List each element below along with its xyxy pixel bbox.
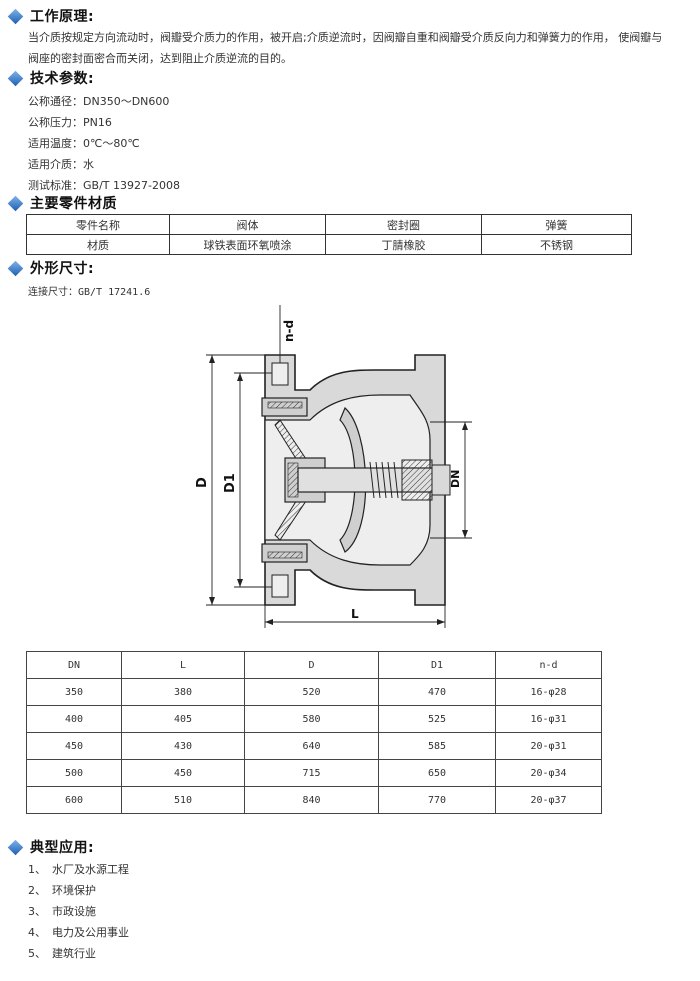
table-cell: 770 [378, 786, 496, 814]
table-cell: 840 [244, 786, 379, 814]
table-row: 500 450 715 650 20-φ34 [26, 759, 602, 787]
table-cell: 500 [26, 759, 122, 787]
section-heading-specs: 技术参数: [6, 68, 94, 88]
table-cell: 零件名称 [26, 214, 170, 235]
table-cell: 520 [244, 678, 379, 706]
label-D: D [195, 477, 210, 488]
heading-text: 主要零件材质 [30, 196, 117, 212]
table-cell: 600 [26, 786, 122, 814]
table-row: 400 405 580 525 16-φ31 [26, 705, 602, 733]
table-row: 600 510 840 770 20-φ37 [26, 786, 602, 814]
valve-disc [339, 406, 367, 553]
table-cell: 400 [26, 705, 122, 733]
table-cell: 16-φ28 [495, 678, 602, 706]
table-header: L [121, 651, 245, 679]
table-row: 材质 球铁表面环氧喷涂 丁腈橡胶 不锈钢 [26, 234, 632, 255]
table-cell: 580 [244, 705, 379, 733]
table-cell: 不锈钢 [481, 234, 632, 255]
table-cell: 450 [121, 759, 245, 787]
bolt-hole [271, 362, 289, 386]
list-item: 3、市政设施 [28, 905, 96, 918]
table-cell: 弹簧 [481, 214, 632, 235]
table-row: 450 430 640 585 20-φ31 [26, 732, 602, 760]
spec-item: 测试标准：GB/T 13927-2008 [28, 179, 180, 192]
table-row: 零件名称 阀体 密封圈 弹簧 [26, 214, 632, 235]
table-cell: 640 [244, 732, 379, 760]
section-heading-materials: 主要零件材质 [6, 193, 117, 213]
list-item: 1、水厂及水源工程 [28, 863, 129, 876]
section-heading-principle: 工作原理: [6, 6, 94, 26]
table-cell: 350 [26, 678, 122, 706]
principle-text: 当介质按规定方向流动时，阀瓣受介质力的作用，被开启;介质逆流时，因阀瓣自重和阀瓣… [28, 31, 663, 65]
spec-item: 适用介质：水 [28, 158, 94, 171]
table-cell: 510 [121, 786, 245, 814]
diamond-bullet-icon [7, 195, 24, 211]
table-header: D1 [378, 651, 496, 679]
table-cell: 715 [244, 759, 379, 787]
table-cell: 阀体 [169, 214, 326, 235]
spec-item: 公称通径：DN350～DN600 [28, 95, 170, 108]
list-item: 4、电力及公用事业 [28, 926, 129, 939]
table-cell: 材质 [26, 234, 170, 255]
dimensions-table: DN L D D1 n-d 350 380 520 470 16-φ28 400… [26, 651, 602, 814]
table-cell: 405 [121, 705, 245, 733]
table-cell: 丁腈橡胶 [325, 234, 482, 255]
table-cell: 20-φ34 [495, 759, 602, 787]
heading-text: 外形尺寸: [30, 261, 95, 277]
valve-cross-section-diagram: n-d D D1 DN L [195, 305, 472, 628]
label-L: L [351, 607, 359, 621]
table-row: DN L D D1 n-d [26, 651, 602, 679]
diamond-bullet-icon [7, 260, 24, 276]
table-cell: 470 [378, 678, 496, 706]
table-cell: 450 [26, 732, 122, 760]
table-cell: 16-φ31 [495, 705, 602, 733]
table-cell: 20-φ31 [495, 732, 602, 760]
list-item: 2、环境保护 [28, 884, 96, 897]
materials-table: 零件名称 阀体 密封圈 弹簧 材质 球铁表面环氧喷涂 丁腈橡胶 不锈钢 [26, 214, 632, 255]
list-item: 5、建筑行业 [28, 947, 96, 960]
heading-text: 技术参数: [30, 71, 95, 87]
table-cell: 650 [378, 759, 496, 787]
table-header: n-d [495, 651, 602, 679]
spec-item: 适用温度：0℃～80℃ [28, 137, 140, 150]
table-header: DN [26, 651, 122, 679]
table-cell: 525 [378, 705, 496, 733]
table-cell: 430 [121, 732, 245, 760]
heading-text: 工作原理: [30, 9, 95, 25]
table-cell: 球铁表面环氧喷涂 [169, 234, 326, 255]
section-heading-dimensions: 外形尺寸: [6, 258, 94, 278]
table-row: 350 380 520 470 16-φ28 [26, 678, 602, 706]
heading-text: 典型应用: [30, 840, 95, 856]
label-D1: D1 [223, 473, 238, 493]
table-cell: 密封圈 [325, 214, 482, 235]
connection-standard: 连接尺寸：GB/T 17241.6 [28, 287, 151, 298]
table-header: D [244, 651, 379, 679]
label-nd: n-d [282, 320, 296, 342]
diamond-bullet-icon [7, 8, 24, 24]
label-DN: DN [449, 470, 462, 488]
diamond-bullet-icon [7, 70, 24, 86]
bolt-hole [271, 574, 289, 598]
spec-item: 公称压力：PN16 [28, 116, 112, 129]
table-cell: 380 [121, 678, 245, 706]
diamond-bullet-icon [7, 839, 24, 855]
table-cell: 20-φ37 [495, 786, 602, 814]
section-heading-applications: 典型应用: [6, 837, 94, 857]
spring-icon [369, 461, 399, 499]
table-cell: 585 [378, 732, 496, 760]
